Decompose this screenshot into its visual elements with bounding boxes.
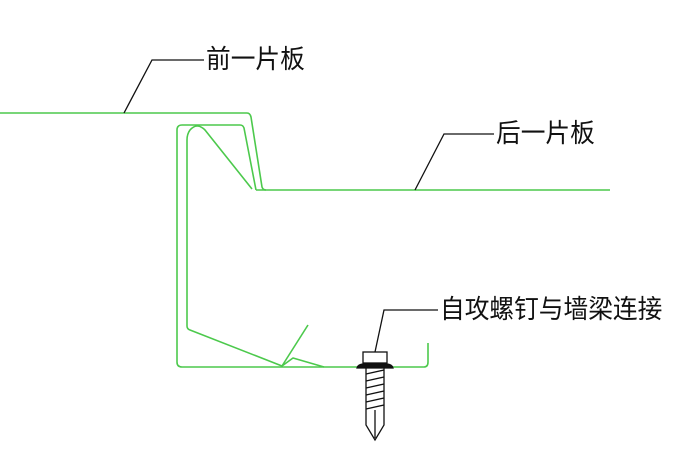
screw-label: 自攻螺钉与墙梁连接 <box>440 295 663 325</box>
rear-panel-inner-hook <box>186 125 325 368</box>
self-tapping-screw <box>356 351 394 442</box>
rear-panel-label: 后一片板 <box>496 119 595 149</box>
rear-panel-leader-line <box>414 133 494 191</box>
front-panel-leader-line <box>123 59 204 114</box>
screw-leader-line <box>374 309 438 353</box>
front-panel-label: 前一片板 <box>206 45 305 75</box>
rear-panel-tab <box>281 324 309 367</box>
screw-thread <box>365 369 385 438</box>
rear-panel-outer-lip <box>176 124 429 368</box>
screw-washer <box>356 363 394 369</box>
screw-shank <box>365 368 385 442</box>
screw-head <box>362 351 388 364</box>
